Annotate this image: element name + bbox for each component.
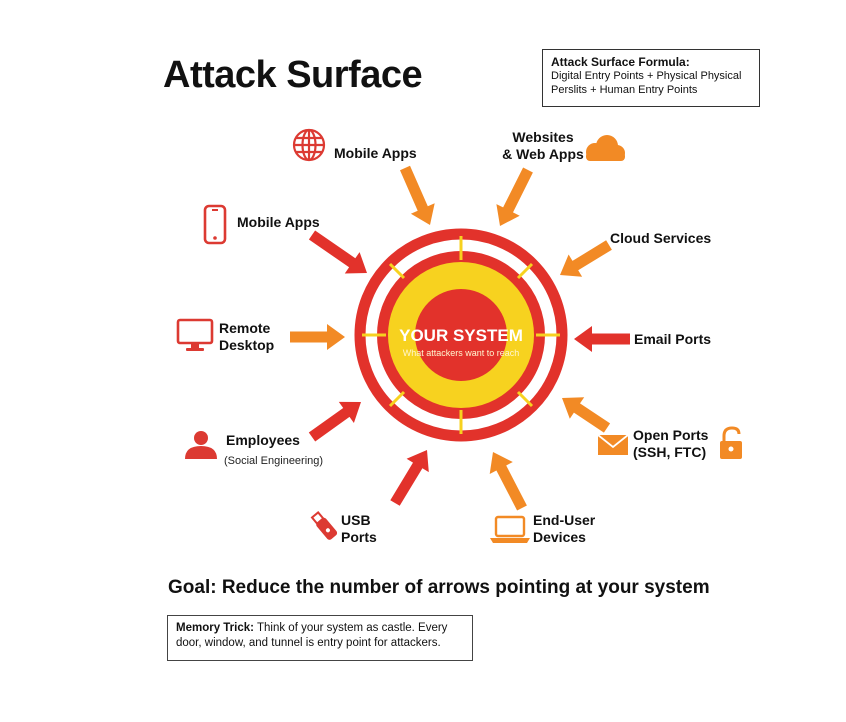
laptop-icon <box>490 515 530 543</box>
padlock-icon <box>720 426 742 459</box>
cloud-icon <box>586 135 625 161</box>
arrow-employees <box>308 401 361 442</box>
label-email-ports: Email Ports <box>634 331 712 347</box>
goal-statement: Goal: Reduce the number of arrows pointi… <box>168 577 710 598</box>
arrow-websites <box>496 167 533 226</box>
label-mobile-apps-left: Mobile Apps <box>237 214 320 230</box>
arrow-mobile-apps-left <box>308 230 367 274</box>
crosshair-ticks <box>362 236 560 434</box>
usb-icon <box>310 510 338 540</box>
label-cloud-services: Cloud Services <box>610 230 712 246</box>
formula-heading: Attack Surface Formula: <box>551 55 690 69</box>
label-employees-sub: (Social Engineering) <box>224 455 324 467</box>
outer-ring <box>354 228 568 442</box>
smartphone-icon <box>203 204 227 245</box>
person-icon <box>185 431 217 459</box>
arrow-end-user-devices <box>489 452 527 511</box>
arrow-email-ports <box>574 326 630 352</box>
monitor-icon <box>176 318 214 351</box>
label-remote-desktop: Remote Desktop <box>219 320 275 353</box>
memory-trick-box: Memory Trick: Think of your system as ca… <box>167 615 473 661</box>
label-usb-ports: USB Ports <box>341 512 377 545</box>
arrow-usb-ports <box>390 450 429 506</box>
arrow-cloud-services <box>560 240 612 277</box>
arrow-remote-desktop <box>290 324 345 350</box>
label-open-ports: Open Ports (SSH, FTC) <box>633 427 709 460</box>
arrow-mobile-apps-top <box>400 165 435 225</box>
globe-icon <box>292 128 326 162</box>
label-employees: Employees <box>226 432 300 448</box>
page-title: Attack Surface <box>163 54 423 96</box>
center-sublabel: What attackers want to reach <box>403 348 520 358</box>
formula-text: Digital Entry Points + Physical Physical… <box>551 70 742 96</box>
label-websites: Websites & Web Apps <box>502 129 584 162</box>
arrows <box>290 165 630 511</box>
arrow-open-ports <box>562 397 611 433</box>
memory-text: Think of your system as castle. Every do… <box>176 622 448 649</box>
envelope-icon <box>597 434 629 455</box>
label-end-user-devices: End-User Devices <box>533 512 596 545</box>
memory-heading: Memory Trick: <box>176 622 254 634</box>
center-label: YOUR SYSTEM <box>399 326 523 345</box>
label-mobile-apps-top: Mobile Apps <box>334 145 417 161</box>
formula-box: Attack Surface Formula: Digital Entry Po… <box>542 49 760 107</box>
core <box>415 289 507 381</box>
